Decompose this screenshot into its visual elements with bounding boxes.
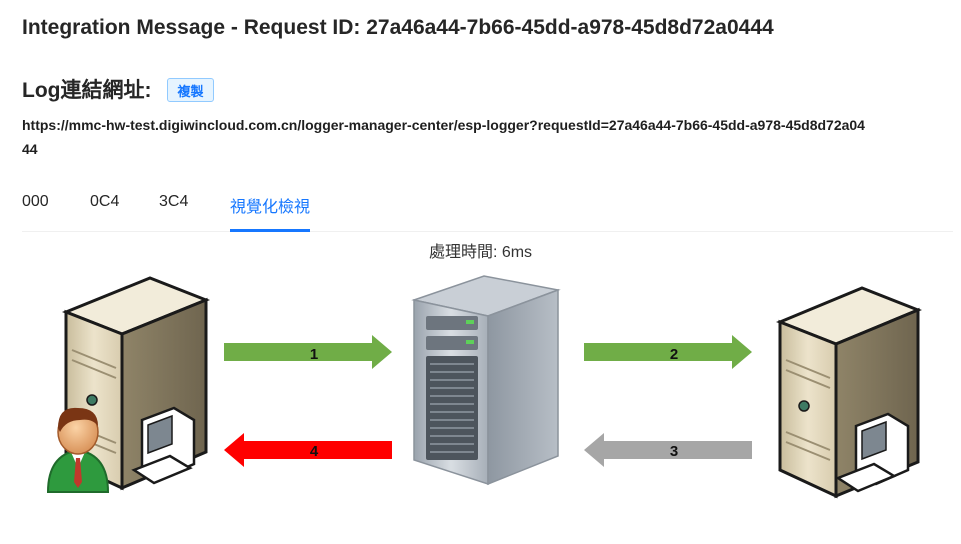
- flow-diagram: 1 2 3 4: [46, 275, 923, 499]
- user-avatar-icon: [46, 407, 110, 493]
- tab-visual-view[interactable]: 視覺化檢視: [230, 193, 311, 232]
- client-pc-icon: [131, 406, 196, 485]
- target-pc-icon: [835, 412, 910, 493]
- page-title: Integration Message - Request ID: 27a46a…: [22, 16, 774, 39]
- log-link-label: Log連結網址:: [22, 79, 152, 102]
- flow-arrow-3-label: 3: [670, 443, 678, 460]
- flow-arrow-4: 4: [224, 433, 392, 467]
- processing-time: 處理時間: 6ms: [428, 244, 533, 261]
- tab-000[interactable]: 000: [22, 193, 49, 210]
- log-link-row: Log連結網址: 複製: [22, 74, 214, 104]
- copy-button[interactable]: 複製: [167, 78, 214, 102]
- flow-arrow-4-label: 4: [310, 443, 319, 460]
- tab-bar: 000 0C4 3C4 視覺化檢視: [22, 183, 953, 232]
- flow-arrow-1-label: 1: [310, 346, 318, 363]
- tab-0c4[interactable]: 0C4: [90, 193, 120, 210]
- flow-arrow-2-label: 2: [670, 346, 678, 363]
- flow-arrow-2: 2: [584, 335, 752, 369]
- flow-arrow-3: 3: [584, 433, 752, 467]
- flow-arrow-1: 1: [224, 335, 392, 369]
- log-url-text: https://mmc-hw-test.digiwincloud.com.cn/…: [22, 117, 865, 157]
- tab-3c4[interactable]: 3C4: [159, 193, 189, 210]
- integration-server-icon: [411, 275, 561, 486]
